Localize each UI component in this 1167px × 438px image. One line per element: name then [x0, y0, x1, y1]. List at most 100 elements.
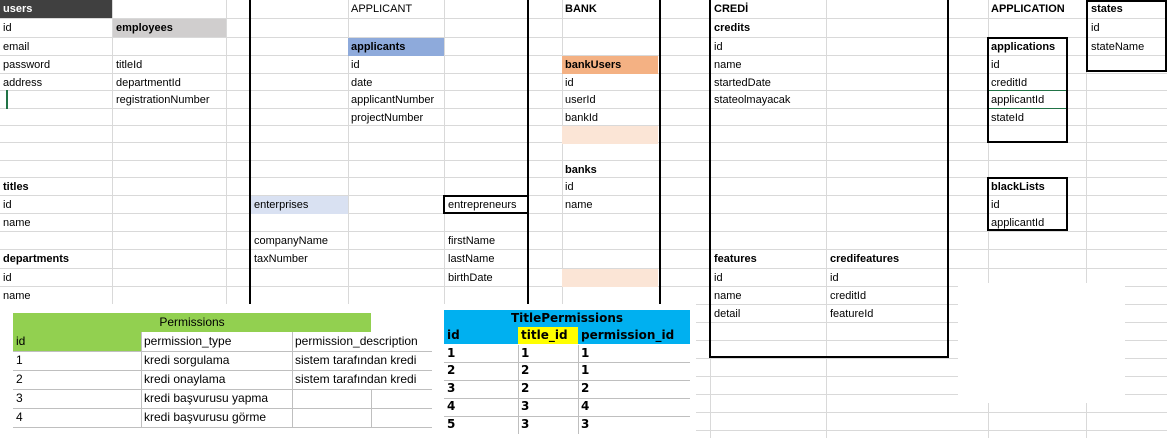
bank-section-header[interactable]: BANK	[565, 3, 597, 15]
permissions-cell[interactable]: kredi sorgulama	[144, 353, 230, 367]
titles-name-cell[interactable]: name	[3, 217, 31, 229]
bankusers-userid-cell[interactable]: userId	[565, 94, 596, 106]
permissions-cell[interactable]: sistem tarafından kredi	[295, 353, 417, 367]
titlepermissions-cell[interactable]: 1	[521, 346, 530, 360]
bankusers-empty-cell[interactable]	[562, 126, 658, 144]
states-id-cell[interactable]: id	[1091, 22, 1100, 34]
users-id-cell[interactable]: id	[3, 22, 12, 34]
departments-name-cell[interactable]: name	[3, 290, 31, 302]
permissions-cell[interactable]: 1	[16, 353, 23, 367]
employees-titleid-cell[interactable]: titleId	[116, 59, 143, 71]
applications-applicantid-cell[interactable]: applicantId	[991, 94, 1045, 106]
titlepermissions-cell[interactable]: 2	[521, 363, 530, 377]
titlepermissions-col-title-id[interactable]: title_id	[518, 327, 578, 344]
titlepermissions-cell[interactable]: 1	[447, 346, 456, 360]
permissions-cell[interactable]: kredi başvurusu görme	[144, 410, 267, 424]
users-address-cell[interactable]: address	[3, 77, 43, 89]
credits-starteddate-cell[interactable]: startedDate	[714, 77, 771, 89]
banks-id-cell[interactable]: id	[565, 181, 574, 193]
banks-header[interactable]: banks	[565, 164, 597, 176]
applicants-projectnumber-cell[interactable]: projectNumber	[351, 112, 424, 124]
users-password-cell[interactable]: password	[3, 59, 51, 71]
cell-edge-marker	[6, 90, 8, 109]
applicants-header[interactable]: applicants	[348, 38, 444, 56]
employees-header[interactable]: employees	[113, 19, 226, 37]
enterprises-header[interactable]: enterprises	[251, 196, 348, 214]
titlepermissions-cell[interactable]: 2	[447, 363, 456, 377]
bankusers-header[interactable]: bankUsers	[562, 56, 658, 74]
blacklists-applicantid-cell[interactable]: applicantId	[991, 217, 1045, 229]
entrepreneurs-header[interactable]: entrepreneurs	[448, 199, 517, 211]
credifeatures-featureid-cell[interactable]: featureId	[830, 308, 874, 320]
applicants-id-cell[interactable]: id	[351, 59, 360, 71]
permissions-cell[interactable]: kredi onaylama	[144, 372, 226, 386]
credifeatures-id-cell[interactable]: id	[830, 272, 839, 284]
credits-id-cell[interactable]: id	[714, 41, 723, 53]
section-border	[527, 0, 529, 305]
application-section-header[interactable]: APPLICATION	[991, 3, 1065, 15]
titlepermissions-cell[interactable]: 4	[447, 399, 456, 413]
credits-stateolmayacak-cell[interactable]: stateolmayacak	[714, 94, 791, 106]
permissions-cell[interactable]: 2	[16, 372, 23, 386]
credifeatures-creditid-cell[interactable]: creditId	[830, 290, 867, 302]
features-detail-cell[interactable]: detail	[714, 308, 741, 320]
permissions-col-description[interactable]: permission_description	[295, 334, 418, 348]
permissions-col-id[interactable]: id	[13, 332, 141, 351]
enterprises-taxnumber-cell[interactable]: taxNumber	[254, 253, 308, 265]
applicants-date-cell[interactable]: date	[351, 77, 373, 89]
banks-empty-cell[interactable]	[562, 269, 658, 287]
permissions-cell[interactable]: 3	[16, 391, 23, 405]
titles-header[interactable]: titles	[3, 181, 29, 193]
departments-header[interactable]: departments	[3, 253, 70, 265]
employees-departmentid-cell[interactable]: departmentId	[116, 77, 181, 89]
users-header[interactable]: users	[0, 0, 112, 18]
titlepermissions-cell[interactable]: 4	[581, 399, 590, 413]
bankusers-id-cell[interactable]: id	[565, 77, 574, 89]
titlepermissions-col-id[interactable]: id	[444, 327, 518, 344]
applicant-section-header[interactable]: APPLICANT	[351, 3, 413, 15]
features-header[interactable]: features	[714, 253, 757, 265]
applications-header[interactable]: applications	[991, 41, 1056, 53]
banks-name-cell[interactable]: name	[565, 199, 593, 211]
blacklists-header[interactable]: blackLists	[991, 181, 1045, 193]
states-header[interactable]: states	[1091, 3, 1123, 15]
credi-section-header[interactable]: CREDİ	[714, 3, 749, 15]
users-email-cell[interactable]: email	[3, 41, 30, 53]
states-statename-cell[interactable]: stateName	[1091, 41, 1145, 53]
features-name-cell[interactable]: name	[714, 290, 742, 302]
credits-header[interactable]: credits	[714, 22, 751, 34]
applications-creditid-cell[interactable]: creditId	[991, 77, 1028, 89]
titlepermissions-cell[interactable]: 3	[521, 399, 530, 413]
permissions-cell[interactable]: sistem tarafından kredi	[295, 372, 417, 386]
titlepermissions-table[interactable]: TitlePermissions id title_id permission_…	[436, 304, 696, 438]
blacklists-id-cell[interactable]: id	[991, 199, 1000, 211]
titlepermissions-cell[interactable]: 1	[581, 363, 590, 377]
permissions-col-type[interactable]: permission_type	[144, 334, 232, 348]
entrepreneurs-lastname-cell[interactable]: lastName	[448, 253, 495, 265]
enterprises-companyname-cell[interactable]: companyName	[254, 235, 328, 247]
titlepermissions-cell[interactable]: 5	[447, 417, 456, 431]
titlepermissions-cell[interactable]: 1	[581, 346, 590, 360]
employees-registrationnumber-cell[interactable]: registrationNumber	[116, 94, 210, 106]
features-id-cell[interactable]: id	[714, 272, 723, 284]
credifeatures-header[interactable]: credifeatures	[830, 253, 900, 265]
titlepermissions-cell[interactable]: 2	[521, 381, 530, 395]
permissions-table[interactable]: Permissions id permission_type permissio…	[0, 304, 436, 438]
titlepermissions-cell[interactable]: 3	[521, 417, 530, 431]
titles-id-cell[interactable]: id	[3, 199, 12, 211]
applications-stateid-cell[interactable]: stateId	[991, 112, 1025, 124]
departments-id-cell[interactable]: id	[3, 272, 12, 284]
titlepermissions-cell[interactable]: 2	[581, 381, 590, 395]
credits-name-cell[interactable]: name	[714, 59, 742, 71]
permissions-cell[interactable]: 4	[16, 410, 23, 424]
applicants-applicantnumber-cell[interactable]: applicantNumber	[351, 94, 435, 106]
applications-id-cell[interactable]: id	[991, 59, 1000, 71]
titlepermissions-col-permission-id[interactable]: permission_id	[578, 327, 690, 344]
permissions-cell[interactable]: kredi başvurusu yapma	[144, 391, 269, 405]
titlepermissions-cell[interactable]: 3	[447, 381, 456, 395]
bankusers-bankid-cell[interactable]: bankId	[565, 112, 599, 124]
entrepreneurs-firstname-cell[interactable]: firstName	[448, 235, 496, 247]
titlepermissions-cell[interactable]: 3	[581, 417, 590, 431]
entrepreneurs-birthdate-cell[interactable]: birthDate	[448, 272, 493, 284]
